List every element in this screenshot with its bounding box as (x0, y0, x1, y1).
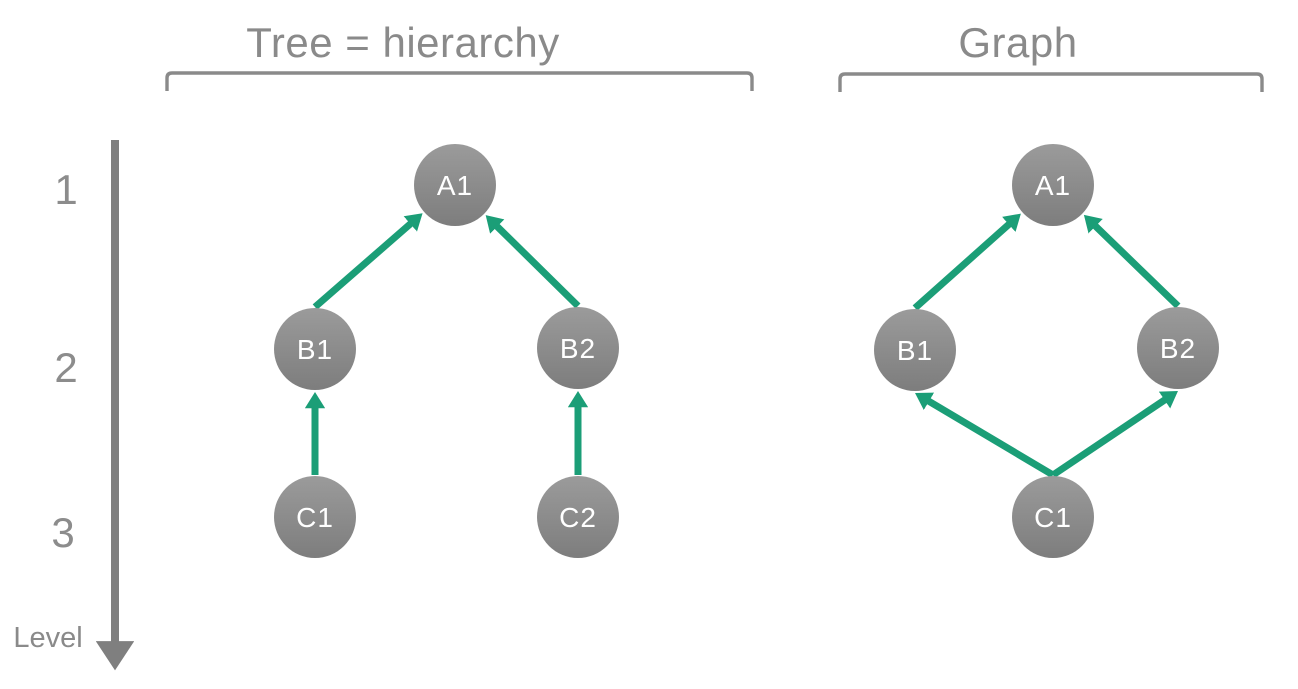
graph-node-B1-circle (874, 309, 956, 391)
tree-node-B1-circle (274, 308, 356, 390)
graph-node-B2-circle (1137, 307, 1219, 389)
tree-bracket (165, 71, 754, 91)
graph-edge-C1-to-B2 (1051, 391, 1178, 478)
graph-node-A1-circle (1012, 144, 1094, 226)
graph-node-B1-label: B1 (897, 335, 933, 366)
tree-edge-B2-to-A1 (485, 215, 581, 309)
tree-node-C2: C2 (537, 476, 619, 558)
graph-bracket (838, 72, 1264, 92)
tree-node-C1-label: C1 (296, 502, 334, 533)
tree-node-B2: B2 (537, 307, 619, 389)
tree-node-C1-circle (274, 476, 356, 558)
tree-node-C1: C1 (274, 476, 356, 558)
level-tick-2: 2 (54, 344, 77, 391)
tree-node-B2-circle (537, 307, 619, 389)
tree-node-C2-label: C2 (559, 502, 597, 533)
graph-node-B2: B2 (1137, 307, 1219, 389)
graph-node-A1-label: A1 (1035, 170, 1071, 201)
graph-node-A1: A1 (1012, 144, 1094, 226)
level-tick-3: 3 (51, 509, 74, 556)
graph-node-B2-label: B2 (1160, 333, 1196, 364)
tree-node-B1-label: B1 (297, 334, 333, 365)
tree-node-A1: A1 (414, 144, 496, 226)
tree-node-C2-circle (537, 476, 619, 558)
tree-panel-title: Tree = hierarchy (246, 19, 559, 66)
tree-node-A1-circle (414, 144, 496, 226)
level-tick-1: 1 (54, 166, 77, 213)
level-axis: 1 2 3 Level (13, 140, 135, 671)
graph-node-C1-label: C1 (1034, 502, 1072, 533)
graph-edge-B2-to-A1 (1083, 214, 1181, 309)
graph-node-C1: C1 (1012, 476, 1094, 558)
graph-panel-title: Graph (958, 19, 1077, 66)
tree-node-B1: B1 (274, 308, 356, 390)
tree-node-A1-label: A1 (437, 170, 473, 201)
graph-node-B1: B1 (874, 309, 956, 391)
level-axis-caption: Level (13, 622, 82, 654)
tree-edge-B1-to-A1 (312, 213, 423, 310)
tree-node-B2-label: B2 (560, 333, 596, 364)
graph-edge-C1-to-B1 (915, 392, 1055, 479)
graph-edge-B1-to-A1 (912, 213, 1021, 311)
graph-node-C1-circle (1012, 476, 1094, 558)
